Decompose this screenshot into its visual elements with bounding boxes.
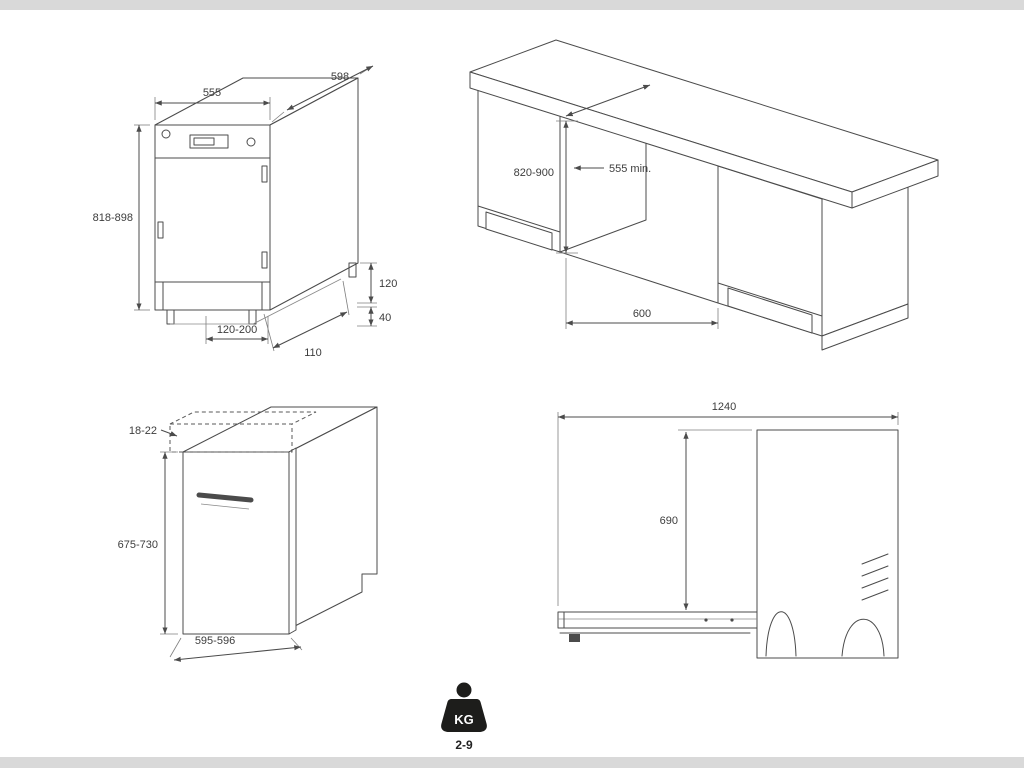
appliance-side-view — [756, 429, 899, 659]
front-foot-left — [166, 309, 175, 325]
panel-outline-top — [169, 411, 317, 425]
panel-thickness-leader — [160, 429, 178, 437]
door-foot — [569, 634, 580, 642]
letterbox-bottom — [0, 757, 1024, 768]
dim-height-label: 818-898 — [93, 212, 133, 224]
door-open-diagram: 1240 690 — [557, 401, 899, 659]
mount-bracket-left — [157, 221, 164, 239]
door-handle-shadow — [200, 503, 250, 510]
dishwasher-front-face — [154, 124, 271, 311]
door-edge — [288, 447, 297, 635]
appliance-front-diagram: 555 598 818-898 120 40 12 — [93, 65, 397, 359]
countertop-end — [851, 159, 939, 209]
weight-knob — [456, 682, 472, 698]
ext-line — [271, 111, 285, 123]
dim-niche-height-label: 820-900 — [514, 167, 554, 179]
dim-panel-thickness-label: 18-22 — [129, 425, 157, 437]
ext-line — [263, 313, 275, 352]
door-handle — [196, 492, 254, 503]
weight-value-label: 2-9 — [455, 738, 473, 752]
inlet-hose — [841, 618, 885, 657]
screw-right-icon — [246, 137, 256, 147]
dim-niche-depth-label: 555 min. — [609, 163, 651, 175]
floor-line — [559, 251, 719, 304]
control-display-window — [193, 137, 215, 146]
left-cabinet-door-bottom — [477, 205, 561, 233]
dim-niche-width-label: 600 — [633, 308, 651, 320]
door-panel-diagram: 18-22 675-730 595-596 — [118, 406, 378, 662]
dim-base-depth-label: 110 — [304, 347, 322, 359]
dim-panel-width-label: 595-596 — [195, 635, 235, 647]
ext-line — [342, 280, 350, 316]
dim-base-depth-line — [272, 311, 348, 349]
right-cabinet-base — [821, 303, 909, 351]
screw-left-icon — [161, 129, 171, 139]
dim-depth-line — [286, 65, 374, 111]
dim-total-depth-label: 1240 — [712, 401, 736, 413]
drain-hose — [765, 611, 797, 657]
panel-outline-front — [169, 423, 293, 453]
niche-diagram: 820-900 555 min. 600 — [469, 39, 939, 351]
door-panel-front — [182, 451, 290, 635]
weight-body — [441, 699, 487, 732]
door-screw-icon — [704, 618, 708, 622]
weight-unit-label: KG — [454, 712, 474, 727]
door-screw-icon — [730, 618, 734, 622]
dim-width-label: 555 — [203, 87, 221, 99]
letterbox-top — [0, 0, 1024, 10]
dim-panel-width-line — [173, 645, 302, 662]
dim-plinth-height-label: 120 — [379, 278, 397, 290]
mount-bracket-right-bottom — [261, 251, 268, 269]
rear-foot — [348, 262, 357, 278]
dim-foot-label: 40 — [379, 312, 391, 324]
dim-depth-label: 598 — [331, 71, 349, 83]
mount-bracket-right-top — [261, 165, 268, 183]
front-foot-right — [248, 309, 257, 325]
dim-panel-height-label: 675-730 — [118, 539, 158, 551]
weight-icon: KG 2-9 — [441, 682, 487, 752]
dim-plinth-depth-label: 120-200 — [217, 324, 257, 336]
control-display — [189, 134, 229, 149]
dim-niche-depth-line — [565, 84, 651, 117]
power-cord-coil — [861, 553, 889, 601]
ext-line — [169, 637, 182, 658]
left-cabinet-plinth — [485, 211, 553, 251]
right-cabinet-door-bottom — [717, 282, 823, 317]
right-cabinet-plinth — [727, 287, 813, 334]
dim-door-clearance-label: 690 — [660, 515, 678, 527]
open-door — [557, 611, 758, 629]
